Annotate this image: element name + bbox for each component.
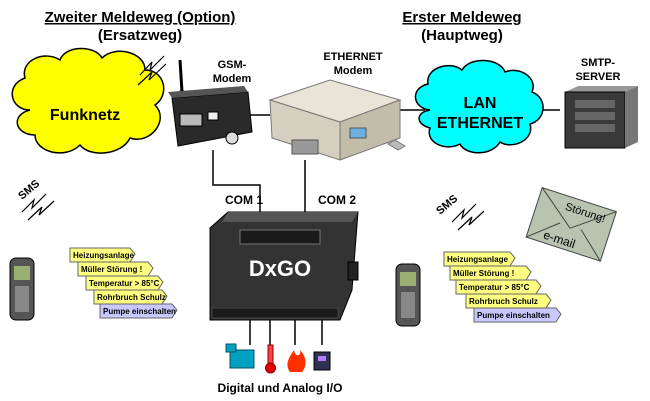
smtp-label-line2: SERVER: [575, 71, 620, 83]
sms-signal-left-icon: [21, 193, 55, 221]
gsm-label-line2: Modem: [213, 73, 252, 85]
ethernet-modem-icon: [268, 79, 406, 161]
eth-label-line1: ETHERNET: [323, 51, 383, 63]
smtp-label-line1: SMTP-: [581, 57, 616, 69]
server-icon: [564, 86, 638, 149]
lan-label-line1: LAN: [464, 95, 497, 112]
eth-label-line2: Modem: [334, 65, 373, 77]
gsm-label-line1: GSM-: [218, 59, 247, 71]
message-right-2: Müller Störung !: [453, 269, 514, 278]
message-left-2: Müller Störung !: [81, 265, 142, 274]
pump-icon: [225, 343, 255, 369]
device-label: DxGO: [249, 256, 311, 281]
sms-label-left: SMS: [16, 178, 42, 203]
message-left-4: Rohrbruch Schulz: [97, 293, 166, 302]
sms-messages-left: Heizungsanlage Müller Störung ! Temperat…: [69, 247, 178, 319]
flame-icon: [287, 350, 306, 372]
secondary-route-title: Zweiter Meldeweg (Option): [45, 9, 236, 26]
message-right-5: Pumpe einschalten: [477, 311, 550, 320]
signal-icon: [137, 55, 167, 86]
lan-label-line2: ETHERNET: [437, 115, 523, 132]
com1-label: COM 1: [225, 193, 263, 207]
message-left-5: Pumpe einschalten: [103, 307, 176, 316]
primary-route-subtitle: (Hauptweg): [421, 27, 503, 44]
email-envelope-icon: Störung! e-mail: [525, 186, 618, 262]
message-left-1: Heizungsanlage: [73, 251, 134, 260]
message-right-4: Rohrbruch Schulz: [469, 297, 538, 306]
message-right-3: Temperatur > 85°C: [459, 283, 530, 292]
sms-messages-right: Heizungsanlage Müller Störung ! Temperat…: [443, 251, 562, 323]
thermometer-icon: [265, 344, 276, 374]
sensor-icon: [313, 351, 331, 371]
message-left-3: Temperatur > 85°C: [89, 279, 160, 288]
sms-signal-right-icon: [451, 203, 485, 231]
lan-cloud: LAN ETHERNET: [414, 59, 544, 154]
mobile-phone-left-icon: [9, 257, 35, 321]
secondary-route-subtitle: (Ersatzweg): [98, 27, 182, 44]
com2-label: COM 2: [318, 193, 356, 207]
message-right-1: Heizungsanlage: [447, 255, 508, 264]
gsm-modem-icon: [168, 59, 253, 147]
io-label: Digital und Analog I/O: [218, 381, 343, 395]
sms-label-right: SMS: [434, 193, 460, 218]
dxgo-device-icon: [209, 211, 359, 321]
primary-route-title: Erster Meldeweg: [402, 9, 521, 26]
mobile-phone-right-icon: [395, 263, 421, 327]
funknetz-label: Funknetz: [50, 107, 120, 124]
funknetz-cloud: Funknetz: [11, 47, 165, 154]
